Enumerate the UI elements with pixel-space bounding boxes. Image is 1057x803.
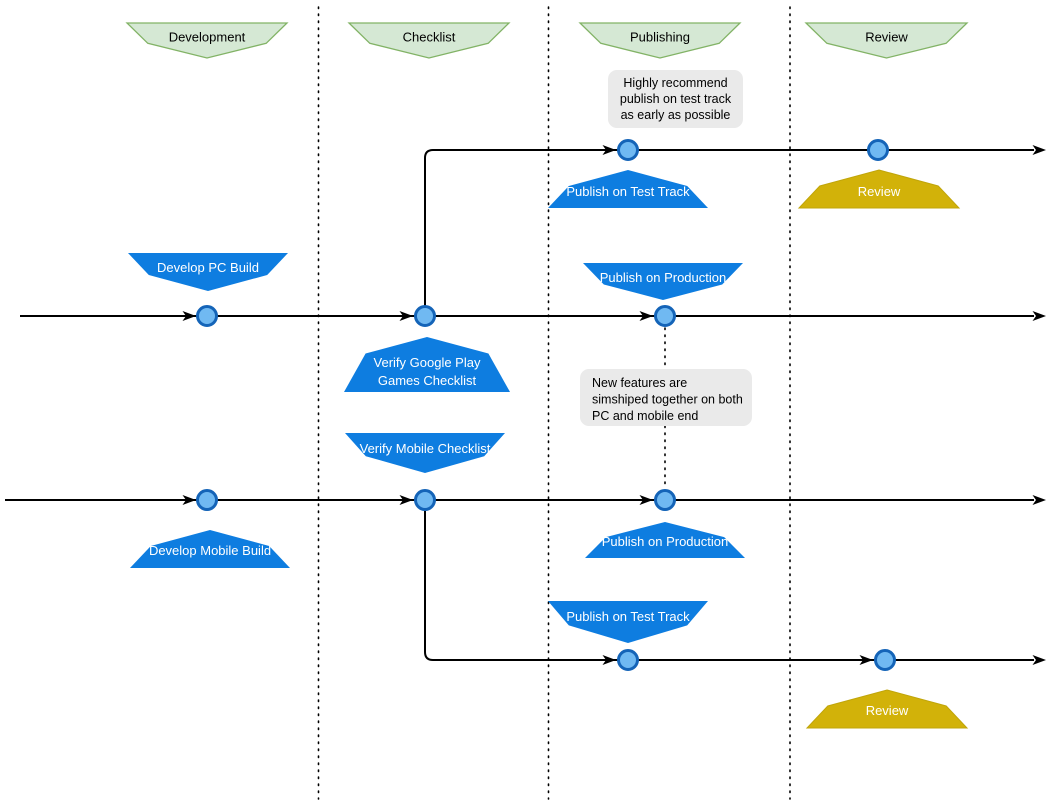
timeline-mobile-test-track — [424, 511, 1034, 661]
lane-header-development: Development — [125, 22, 289, 59]
banner-label: Develop PC Build — [157, 260, 259, 275]
banner-label: Publish on Production — [602, 534, 728, 549]
banner-publish-production-bottom: Publish on Production — [585, 522, 745, 558]
banner-label: Publish on Production — [600, 270, 726, 285]
lane-header-shape — [578, 22, 742, 59]
arrowhead — [602, 145, 616, 155]
banner-label: Review — [858, 184, 901, 199]
lane-header-label: Checklist — [403, 30, 456, 45]
lane-header-label: Publishing — [630, 30, 690, 45]
milestone-node — [654, 305, 676, 327]
note-box — [608, 70, 743, 128]
banner-label-line1: Verify Google Play — [374, 355, 481, 370]
note-box — [580, 369, 752, 426]
arrowhead — [182, 311, 196, 321]
milestone-node — [617, 139, 639, 161]
banner-verify-mobile-checklist: Verify Mobile Checklist — [345, 433, 505, 473]
milestone-node — [196, 305, 218, 327]
banner-shape — [585, 522, 745, 558]
lane-header-label: Development — [169, 30, 246, 45]
arrowhead — [182, 495, 196, 505]
lane-header-shape — [804, 22, 969, 59]
milestone-node — [874, 649, 896, 671]
arrowhead — [1032, 311, 1046, 321]
arrowhead — [1032, 655, 1046, 665]
banner-develop-mobile-build: Develop Mobile Build — [130, 530, 290, 568]
arrowhead — [639, 311, 653, 321]
banner-label: Review — [866, 703, 909, 718]
note-line3: PC and mobile end — [592, 409, 698, 423]
lane-header-publishing: Publishing — [578, 22, 742, 59]
banner-publish-test-track-bottom: Publish on Test Track — [548, 601, 708, 643]
banner-shape — [345, 433, 505, 473]
note-line2: simshiped together on both — [592, 393, 743, 407]
milestone-node — [617, 649, 639, 671]
banner-review-bottom: Review — [805, 689, 969, 729]
milestone-node — [414, 305, 436, 327]
note-test-track: Highly recommend publish on test track a… — [608, 70, 743, 128]
lane-header-review: Review — [804, 22, 969, 59]
milestone-node — [196, 489, 218, 511]
lane-header-shape — [347, 22, 511, 59]
banner-shape — [344, 337, 510, 392]
note-line1: Highly recommend — [623, 76, 727, 90]
arrowhead — [1032, 495, 1046, 505]
note-line1: New features are — [592, 376, 687, 390]
banner-shape — [583, 263, 743, 300]
banner-label: Publish on Test Track — [566, 184, 690, 199]
milestone-node — [654, 489, 676, 511]
arrowhead — [399, 311, 413, 321]
lane-header-shape — [125, 22, 289, 59]
lane-header-label: Review — [865, 30, 908, 45]
banner-publish-production-top: Publish on Production — [583, 263, 743, 300]
banner-publish-test-track-top: Publish on Test Track — [548, 170, 708, 208]
arrowhead — [639, 495, 653, 505]
banner-label: Develop Mobile Build — [149, 543, 271, 558]
banner-shape — [548, 601, 708, 643]
banner-shape — [548, 170, 708, 208]
banner-shape — [797, 169, 961, 209]
timeline-pc-test-track — [424, 149, 1034, 306]
banner-label: Verify Mobile Checklist — [360, 441, 491, 456]
arrowhead — [602, 655, 616, 665]
banner-verify-google-play-checklist: Verify Google Play Games Checklist — [344, 337, 510, 392]
milestone-node — [867, 139, 889, 161]
banner-label-line2: Games Checklist — [378, 373, 477, 388]
banner-review-top: Review — [797, 169, 961, 209]
banner-shape — [130, 530, 290, 568]
arrowhead — [399, 495, 413, 505]
note-simship: New features are simshiped together on b… — [580, 369, 752, 426]
arrowhead — [1032, 145, 1046, 155]
arrowhead — [859, 655, 873, 665]
milestone-node — [414, 489, 436, 511]
banner-shape — [128, 253, 288, 291]
lane-header-checklist: Checklist — [347, 22, 511, 59]
banner-label: Publish on Test Track — [566, 609, 690, 624]
note-line3: as early as possible — [621, 108, 731, 122]
banner-develop-pc-build: Develop PC Build — [128, 253, 288, 291]
banner-shape — [805, 689, 969, 729]
note-line2: publish on test track — [620, 92, 732, 106]
